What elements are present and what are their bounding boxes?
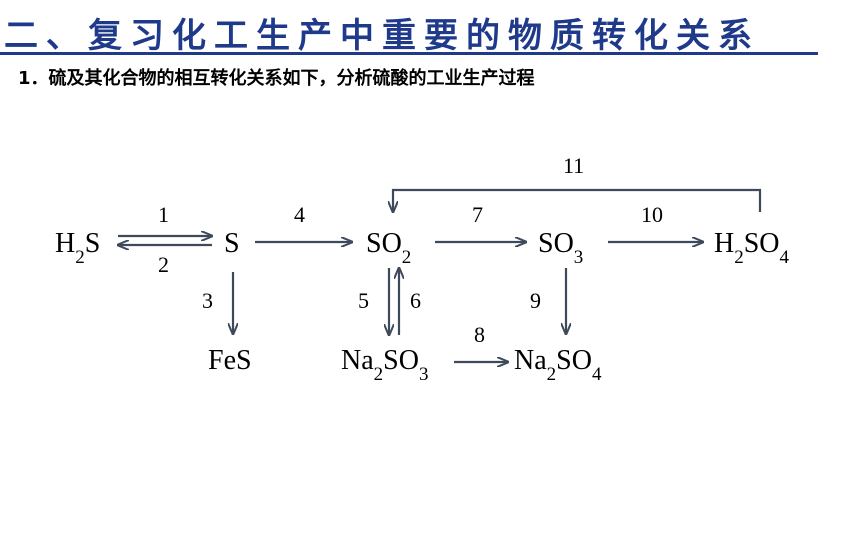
node-so3: SO3 — [538, 228, 583, 268]
node-fes: FeS — [208, 345, 252, 376]
node-h2so4: H2SO4 — [714, 228, 790, 268]
page-title: 二、复习化工生产中重要的物质转化关系 — [4, 16, 760, 56]
edge-label-11: 11 — [563, 153, 584, 178]
edge-label-3: 3 — [202, 288, 213, 313]
edge-label-9: 9 — [530, 288, 541, 313]
node-h2s: H2S — [55, 228, 100, 268]
edge-label-5: 5 — [358, 288, 369, 313]
edge-label-7: 7 — [472, 202, 483, 227]
node-na2so4: Na2SO4 — [514, 345, 602, 385]
arrow-h2so4-to-so2 — [393, 188, 762, 212]
edge-label-1: 1 — [158, 202, 169, 227]
edge-label-6: 6 — [410, 288, 421, 313]
node-s: S — [224, 228, 240, 259]
node-na2so3: Na2SO3 — [341, 345, 428, 385]
node-so2: SO2 — [366, 228, 411, 268]
title-underline — [0, 52, 818, 55]
edge-label-4: 4 — [294, 202, 305, 227]
edge-label-2: 2 — [158, 252, 169, 277]
edge-label-8: 8 — [474, 322, 485, 347]
page-subtitle: 1．硫及其化合物的相互转化关系如下，分析硫酸的工业生产过程 — [18, 68, 535, 89]
edge-label-10: 10 — [641, 202, 663, 227]
